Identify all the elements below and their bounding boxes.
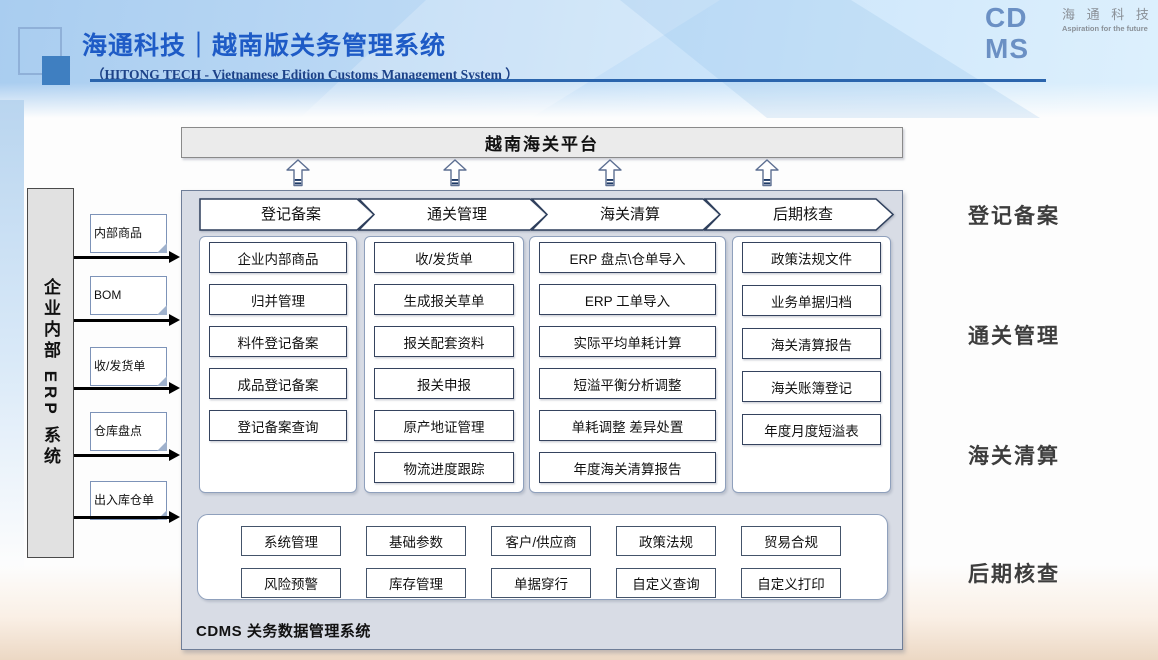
process-column-1: 收/发货单生成报关草单报关配套资料报关申报原产地证管理物流进度跟踪: [364, 236, 524, 493]
module-box: 自定义查询: [616, 567, 716, 598]
header-band: [0, 0, 1158, 118]
function-box: 报关申报: [374, 368, 514, 399]
module-box: 库存管理: [366, 567, 466, 598]
process-header-3: 后期核查: [704, 198, 894, 231]
flow-arrow: [74, 449, 180, 461]
function-box: 生成报关草单: [374, 284, 514, 315]
process-header-label: 通关管理: [426, 206, 487, 223]
process-header-0: 登记备案: [199, 198, 375, 231]
flow-arrow: [74, 511, 180, 523]
title-square-decoration: [18, 27, 62, 75]
module-box: 客户/供应商: [491, 526, 591, 556]
module-box: 政策法规: [616, 526, 716, 556]
up-arrow-icon: [443, 159, 467, 187]
erp-input-note: 仓库盘点: [90, 412, 167, 451]
erp-input-note: 出入库仓单: [90, 481, 167, 520]
function-box: 海关清算报告: [742, 328, 881, 359]
page-subtitle: （HITONG TECH - Vietnamese Edition Custom…: [91, 67, 519, 82]
module-box: 单据穿行: [491, 567, 591, 598]
module-box: 自定义打印: [741, 567, 841, 598]
phase-label-2: 海关清算: [968, 445, 1060, 468]
function-box: 物流进度跟踪: [374, 452, 514, 483]
process-column-3: 政策法规文件业务单据归档海关清算报告海关账簿登记年度月度短溢表: [732, 236, 891, 493]
flow-arrow: [74, 251, 180, 263]
function-box: 单耗调整 差异处置: [539, 410, 716, 441]
function-box: 料件登记备案: [209, 326, 347, 357]
function-box: 政策法规文件: [742, 242, 881, 273]
header-rule: [90, 79, 1046, 82]
function-box: 年度月度短溢表: [742, 414, 881, 445]
function-box: 登记备案查询: [209, 410, 347, 441]
function-box: 年度海关清算报告: [539, 452, 716, 483]
phase-label-0: 登记备案: [968, 205, 1060, 228]
common-modules-box: 系统管理基础参数客户/供应商政策法规贸易合规风险预警库存管理单据穿行自定义查询自…: [197, 514, 888, 600]
function-box: 实际平均单耗计算: [539, 326, 716, 357]
function-box: ERP 工单导入: [539, 284, 716, 315]
header-polygon-decoration: [620, 0, 1040, 118]
module-box: 贸易合规: [741, 526, 841, 556]
company-logo: 海 通 科 技 Aspiration for the future: [1062, 4, 1158, 33]
title-square-decoration: [42, 56, 70, 85]
function-box: 收/发货单: [374, 242, 514, 273]
process-column-0: 企业内部商品归并管理料件登记备案成品登记备案登记备案查询: [199, 236, 357, 493]
up-arrow-icon: [755, 159, 779, 187]
function-box: 归并管理: [209, 284, 347, 315]
erp-input-note: BOM: [90, 276, 167, 315]
function-box: 报关配套资料: [374, 326, 514, 357]
module-box: 风险预警: [241, 567, 341, 598]
phase-label-3: 后期核查: [968, 563, 1060, 586]
module-box: 基础参数: [366, 526, 466, 556]
function-box: ERP 盘点\仓单导入: [539, 242, 716, 273]
up-arrow-icon: [598, 159, 622, 187]
company-logo-tagline: Aspiration for the future: [1062, 24, 1148, 33]
flow-arrow: [74, 314, 180, 326]
panel-caption: CDMS 关务数据管理系统: [196, 623, 371, 640]
flow-arrow: [74, 382, 180, 394]
erp-system-bar: 企业内部 ERP 系统: [27, 188, 74, 558]
process-header-2: 海关清算: [531, 198, 721, 231]
erp-input-note: 收/发货单: [90, 347, 167, 386]
up-arrow-icon: [286, 159, 310, 187]
process-header-1: 通关管理: [358, 198, 548, 231]
process-column-2: ERP 盘点\仓单导入 ERP 工单导入实际平均单耗计算短溢平衡分析调整单耗调整 …: [529, 236, 726, 493]
phase-label-1: 通关管理: [968, 325, 1060, 348]
function-box: 原产地证管理: [374, 410, 514, 441]
erp-input-note: 内部商品: [90, 214, 167, 253]
function-box: 海关账簿登记: [742, 371, 881, 402]
company-logo-name: 海 通 科 技: [1062, 7, 1153, 22]
page-title: 海通科技｜越南版关务管理系统: [82, 32, 447, 60]
cdms-logo: CDMS: [985, 2, 1029, 64]
left-gradient-decoration: [0, 100, 24, 570]
process-header-label: 海关清算: [599, 206, 660, 223]
function-box: 成品登记备案: [209, 368, 347, 399]
process-header-label: 后期核查: [772, 206, 833, 223]
function-box: 企业内部商品: [209, 242, 347, 273]
process-header-label: 登记备案: [260, 206, 321, 223]
function-box: 业务单据归档: [742, 285, 881, 316]
function-box: 短溢平衡分析调整: [539, 368, 716, 399]
module-box: 系统管理: [241, 526, 341, 556]
customs-platform-bar: 越南海关平台: [181, 127, 903, 158]
